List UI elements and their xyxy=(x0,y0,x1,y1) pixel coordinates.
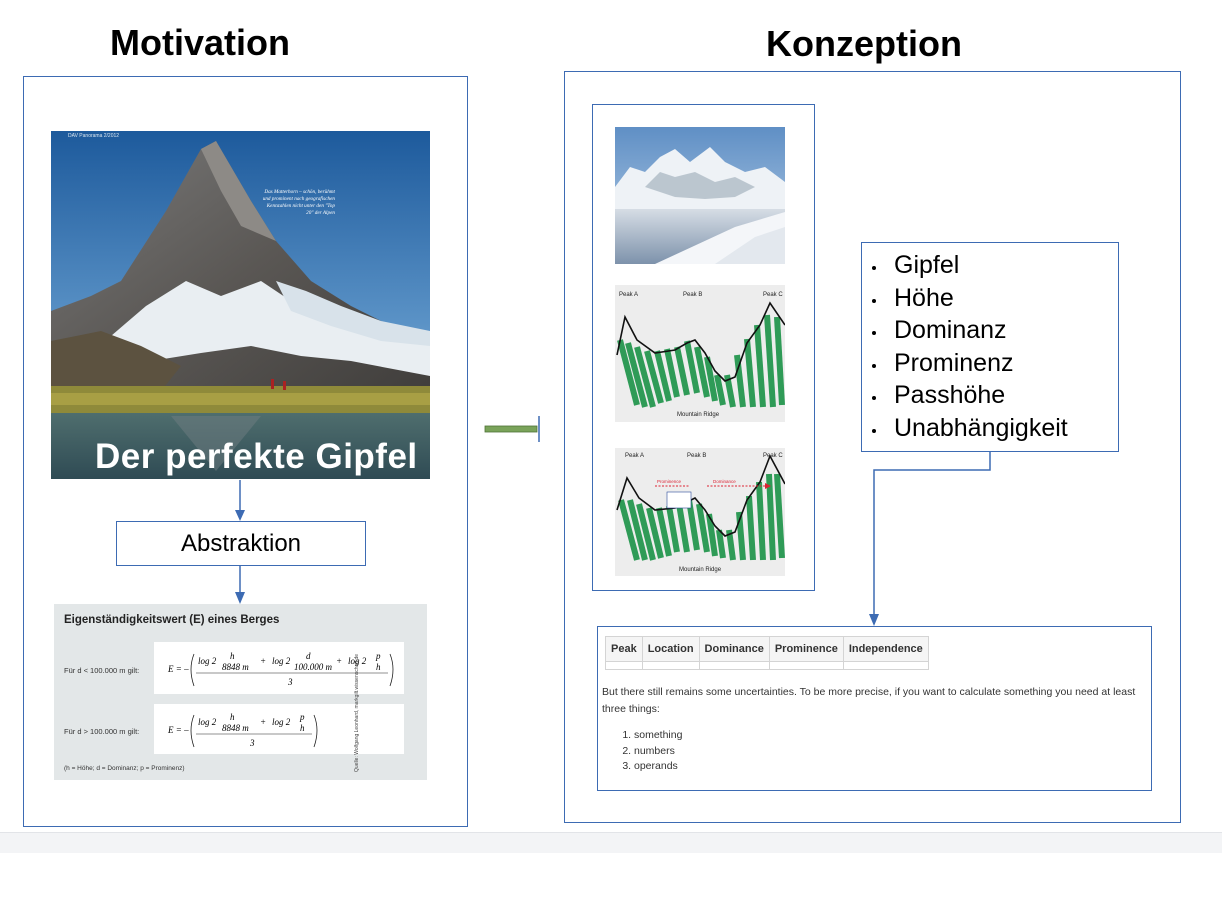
result-panel: Peak Location Dominance Prominence Indep… xyxy=(597,626,1152,791)
column-header-prominence: Prominence xyxy=(768,636,844,662)
concepts-to-table-connector xyxy=(869,452,991,626)
svg-text:h: h xyxy=(300,723,305,733)
svg-text:+: + xyxy=(260,717,266,727)
abstraktion-label: Abstraktion xyxy=(180,529,302,557)
alpine-photo xyxy=(615,127,785,264)
list-item: something xyxy=(634,728,682,744)
image-column-box xyxy=(592,104,815,591)
svg-text:h: h xyxy=(230,712,235,722)
matterhorn-poster: DAV Panorama 2/2012 Das Matterhorn – sch… xyxy=(51,131,430,479)
list-item: operands xyxy=(634,759,682,775)
formula-legend: (h = Höhe; d = Dominanz; p = Prominenz) xyxy=(64,765,185,772)
peak-table: Peak Location Dominance Prominence Indep… xyxy=(605,636,929,670)
mountain-ridge-sketch: Peak A Peak B Peak C Mountain Ridge xyxy=(615,285,785,422)
svg-text:log 2: log 2 xyxy=(272,656,291,666)
matterhorn-photo xyxy=(51,131,430,479)
svg-text:8848 m: 8848 m xyxy=(222,662,249,672)
formula-equation-2: E = – log 2 h 8848 m + log 2 p h 3 xyxy=(167,712,318,748)
svg-text:log 2: log 2 xyxy=(272,717,291,727)
motivation-heading: Motivation xyxy=(110,22,290,63)
svg-text:+: + xyxy=(260,656,266,666)
table-row xyxy=(605,661,929,670)
svg-text:Peak A: Peak A xyxy=(625,453,644,459)
motivation-to-konzeption-arrow xyxy=(484,416,540,442)
formula-card-1: E = – log 2 h 8848 m + log 2 d 100.000 m… xyxy=(154,642,404,694)
svg-text:E = –: E = – xyxy=(167,664,189,674)
svg-text:log 2: log 2 xyxy=(348,656,367,666)
snow-mountains-photo xyxy=(615,127,785,264)
abstraktion-box: Abstraktion xyxy=(116,521,366,566)
formula-row1-label: Für d < 100.000 m gilt: xyxy=(64,666,140,675)
svg-text:log 2: log 2 xyxy=(198,717,217,727)
requirements-list: something numbers operands xyxy=(598,728,682,775)
svg-text:Peak C: Peak C xyxy=(763,453,783,459)
column-header-independence: Independence xyxy=(842,636,929,662)
svg-text:Mountain Ridge: Mountain Ridge xyxy=(679,567,722,573)
concept-item-prominenz: Prominenz xyxy=(872,347,1118,380)
svg-text:h: h xyxy=(230,651,235,661)
svg-text:Peak C: Peak C xyxy=(763,292,783,298)
concept-item-gipfel: Gipfel xyxy=(872,249,1118,282)
svg-text:3: 3 xyxy=(287,677,293,687)
svg-text:Peak A: Peak A xyxy=(619,292,638,298)
svg-text:8848 m: 8848 m xyxy=(222,723,249,733)
formula-source: Quelle: Wolfgang Leonhard, markgilt.wiss… xyxy=(354,653,360,772)
svg-text:E = –: E = – xyxy=(167,725,189,735)
svg-text:d: d xyxy=(306,651,311,661)
svg-text:Prominence: Prominence xyxy=(657,479,682,484)
formula-equation-1: E = – log 2 h 8848 m + log 2 d 100.000 m… xyxy=(167,651,394,687)
concepts-list: Gipfel Höhe Dominanz Prominenz Passhöhe … xyxy=(862,243,1118,444)
svg-text:100.000 m: 100.000 m xyxy=(294,662,333,672)
svg-text:Mountain Ridge: Mountain Ridge xyxy=(677,412,720,418)
motivation-panel xyxy=(23,76,468,827)
concept-item-passhoehe: Passhöhe xyxy=(872,379,1118,412)
left-connector-arrows xyxy=(235,480,245,604)
formula-card-2: E = – log 2 h 8848 m + log 2 p h 3 xyxy=(154,704,404,754)
svg-text:+: + xyxy=(336,656,342,666)
svg-text:3: 3 xyxy=(249,738,255,748)
formula-title: Eigenständigkeitswert (E) eines Berges xyxy=(64,614,280,626)
concepts-box: Gipfel Höhe Dominanz Prominenz Passhöhe … xyxy=(861,242,1119,452)
bottom-status-bar xyxy=(0,832,1222,853)
svg-text:Dominance: Dominance xyxy=(713,479,736,484)
poster-title: Der perfekte Gipfel xyxy=(95,437,418,476)
concept-item-dominanz: Dominanz xyxy=(872,314,1118,347)
svg-text:h: h xyxy=(376,662,381,672)
svg-text:p: p xyxy=(299,712,305,722)
svg-text:Peak B: Peak B xyxy=(683,292,702,298)
dominance-sketch-drawing: Prominence Dominance Peak A Peak B Peak … xyxy=(616,453,785,573)
poster-caption: Das Matterhorn – schön, berühmt und prom… xyxy=(262,189,335,216)
description-text: But there still remains some uncertainti… xyxy=(602,686,1136,715)
formula-row2-label: Für d > 100.000 m gilt: xyxy=(64,727,140,736)
dominance-prominence-sketch: Prominence Dominance Peak A Peak B Peak … xyxy=(615,448,785,576)
svg-text:p: p xyxy=(375,651,381,661)
konzeption-heading: Konzeption xyxy=(766,23,962,64)
concept-item-hoehe: Höhe xyxy=(872,282,1118,315)
formula-panel: Eigenständigkeitswert (E) eines Berges F… xyxy=(54,604,427,780)
list-item: numbers xyxy=(634,744,682,760)
column-header-location: Location xyxy=(641,636,700,662)
ridge-sketch-drawing: Peak A Peak B Peak C Mountain Ridge xyxy=(616,292,785,418)
konzeption-panel xyxy=(564,71,1181,823)
svg-text:log 2: log 2 xyxy=(198,656,217,666)
poster-corner-text: DAV Panorama 2/2012 xyxy=(68,133,120,139)
concept-item-unabhaengigkeit: Unabhängigkeit xyxy=(872,412,1118,445)
column-header-dominance: Dominance xyxy=(698,636,770,662)
column-header-peak: Peak xyxy=(605,636,643,662)
svg-text:Peak B: Peak B xyxy=(687,453,706,459)
